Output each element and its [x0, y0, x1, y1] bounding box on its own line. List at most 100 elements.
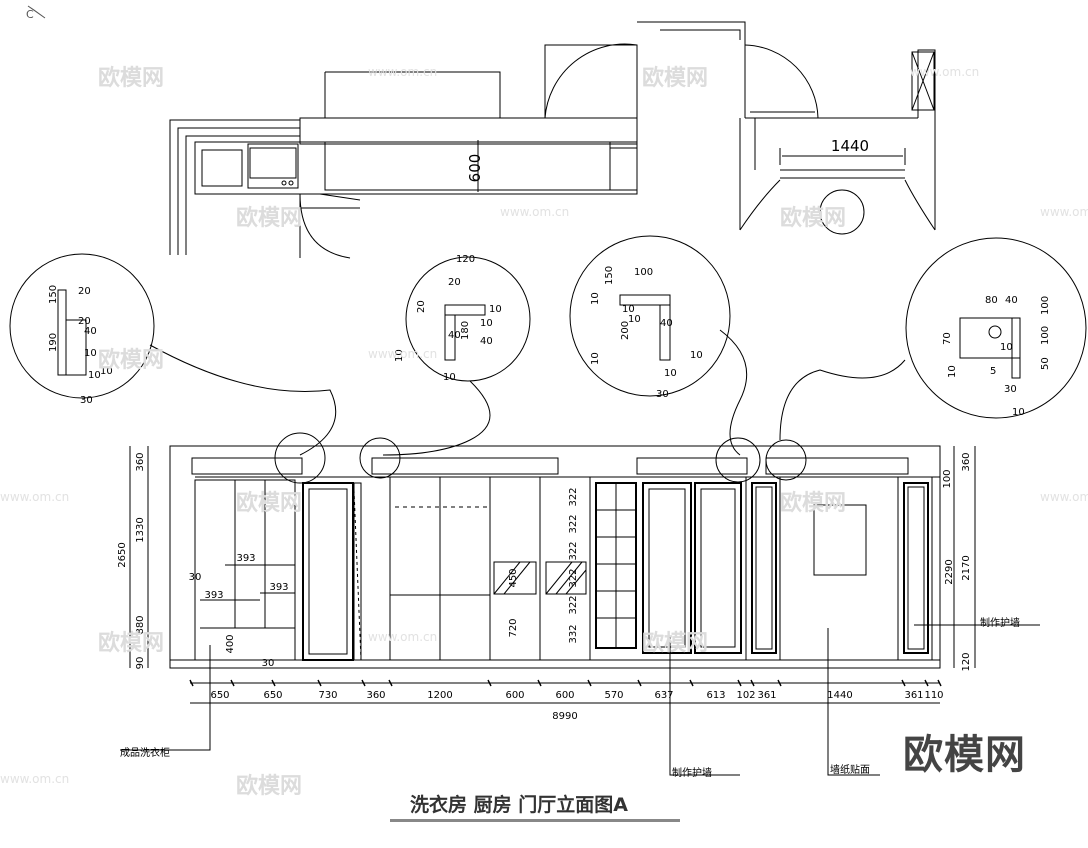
dim-seg: 650 [210, 690, 229, 701]
svg-text:10: 10 [664, 368, 677, 379]
dim-seg: 650 [263, 690, 282, 701]
dim-seg: 110 [924, 690, 943, 701]
dim-seg: 360 [366, 690, 385, 701]
svg-text:90: 90 [135, 657, 146, 670]
svg-text:150: 150 [48, 285, 59, 304]
svg-text:10: 10 [1012, 407, 1025, 418]
svg-text:450: 450 [508, 568, 519, 587]
svg-text:30: 30 [80, 395, 93, 406]
svg-text:880: 880 [135, 615, 146, 634]
svg-text:40: 40 [84, 326, 97, 337]
annotation-washer: 成品洗衣柜 [120, 748, 170, 759]
svg-text:10: 10 [84, 348, 97, 359]
svg-text:20: 20 [416, 300, 427, 313]
svg-text:10: 10 [590, 352, 601, 365]
svg-text:20: 20 [78, 286, 91, 297]
svg-text:100: 100 [1040, 296, 1051, 315]
dim-seg: 102 [736, 690, 755, 701]
annotation-panel-bottom: 制作护墙 [672, 768, 712, 779]
annotation-wallpaper: 墙纸贴面 [830, 765, 870, 776]
dim-seg: 613 [706, 690, 725, 701]
svg-text:360: 360 [135, 452, 146, 471]
svg-text:322: 322 [568, 541, 579, 560]
svg-text:100: 100 [1040, 326, 1051, 345]
svg-text:40: 40 [1005, 295, 1018, 306]
elevation-dim-labels: 650 650 730 360 1200 600 600 570 637 613… [117, 452, 972, 722]
svg-text:10: 10 [480, 318, 493, 329]
detail-bubbles [9, 235, 1087, 484]
svg-text:120: 120 [456, 254, 475, 265]
svg-text:100: 100 [942, 469, 953, 488]
svg-text:10: 10 [394, 349, 405, 362]
svg-text:30: 30 [262, 658, 275, 669]
svg-text:5: 5 [990, 366, 996, 377]
svg-text:393: 393 [269, 582, 288, 593]
svg-text:10: 10 [947, 365, 958, 378]
svg-text:120: 120 [961, 652, 972, 671]
svg-text:2650: 2650 [117, 542, 128, 567]
title-underline [390, 819, 680, 822]
svg-text:30: 30 [189, 572, 202, 583]
svg-text:332: 332 [568, 624, 579, 643]
svg-text:40: 40 [660, 318, 673, 329]
svg-text:10: 10 [690, 350, 703, 361]
dim-seg: 637 [654, 690, 673, 701]
svg-text:180: 180 [460, 321, 471, 340]
svg-text:70: 70 [942, 332, 953, 345]
brand-logo: 欧模网 [903, 732, 1026, 778]
svg-text:322: 322 [568, 568, 579, 587]
dim-seg: 1200 [427, 690, 452, 701]
svg-text:2290: 2290 [944, 559, 955, 584]
svg-text:322: 322 [568, 595, 579, 614]
svg-text:10: 10 [100, 366, 113, 377]
svg-text:40: 40 [480, 336, 493, 347]
svg-text:720: 720 [508, 618, 519, 637]
svg-text:30: 30 [656, 389, 669, 400]
svg-text:1330: 1330 [135, 517, 146, 542]
annotation-panel-right: 制作护墙 [980, 618, 1020, 629]
svg-text:20: 20 [448, 277, 461, 288]
dim-total: 8990 [552, 711, 577, 722]
svg-text:80: 80 [985, 295, 998, 306]
detail-labels: 20 150 20 190 10 40 10 10 30 120 20 20 1… [48, 254, 1051, 418]
plan-dim-depth: 600 [466, 154, 484, 183]
floor-plan [169, 21, 936, 259]
svg-text:150: 150 [604, 266, 615, 285]
svg-text:393: 393 [236, 553, 255, 564]
svg-text:10: 10 [443, 372, 456, 383]
svg-text:30: 30 [1004, 384, 1017, 395]
dim-seg: 361 [757, 690, 776, 701]
plan-dim-hall: 1440 [831, 137, 869, 155]
dim-seg: 600 [555, 690, 574, 701]
svg-text:322: 322 [568, 487, 579, 506]
svg-text:50: 50 [1040, 357, 1051, 370]
svg-text:20: 20 [78, 316, 91, 327]
svg-text:190: 190 [48, 333, 59, 352]
svg-text:2170: 2170 [961, 555, 972, 580]
svg-text:10: 10 [1000, 342, 1013, 353]
elevation [120, 445, 1040, 776]
dim-seg: 730 [318, 690, 337, 701]
tick-marks [189, 679, 942, 687]
svg-text:360: 360 [961, 452, 972, 471]
dim-seg: 600 [505, 690, 524, 701]
svg-text:322: 322 [568, 514, 579, 533]
svg-text:10: 10 [88, 370, 101, 381]
svg-text:400: 400 [225, 634, 236, 653]
svg-text:40: 40 [448, 330, 461, 341]
svg-text:10: 10 [489, 304, 502, 315]
hatched-boxes [493, 561, 587, 595]
dim-seg: 361 [904, 690, 923, 701]
drawing-title: 洗衣房 厨房 门厅立面图A [410, 794, 628, 816]
svg-text:393: 393 [204, 590, 223, 601]
svg-text:100: 100 [634, 267, 653, 278]
svg-text:200: 200 [620, 321, 631, 340]
svg-text:10: 10 [628, 314, 641, 325]
svg-text:10: 10 [590, 292, 601, 305]
svg-text:10: 10 [622, 304, 635, 315]
dim-seg: 1440 [827, 690, 852, 701]
dim-seg: 570 [604, 690, 623, 701]
compass-label: C [26, 8, 34, 21]
compass: C [26, 5, 46, 21]
